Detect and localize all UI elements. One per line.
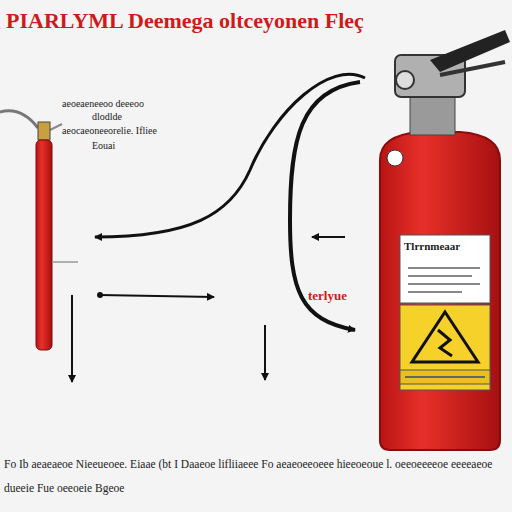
note-label: aeoeaeneeoo deeeoo [62, 98, 202, 110]
note-label: Eouai [92, 140, 192, 152]
caption-text: Fo Ib aeaeaeoe Nieeueoee. Eiaae (bt I Da… [4, 452, 508, 500]
note-label: Tlrrnmeaar [404, 240, 488, 253]
note-label: aeocaeoneeorelie. Ifliee [62, 125, 222, 137]
note-label: terlyue [308, 289, 368, 304]
note-label: dlodlde [92, 111, 192, 123]
diagram-title: PIARLYML Deemega oltceyonen Fleç [6, 8, 376, 33]
